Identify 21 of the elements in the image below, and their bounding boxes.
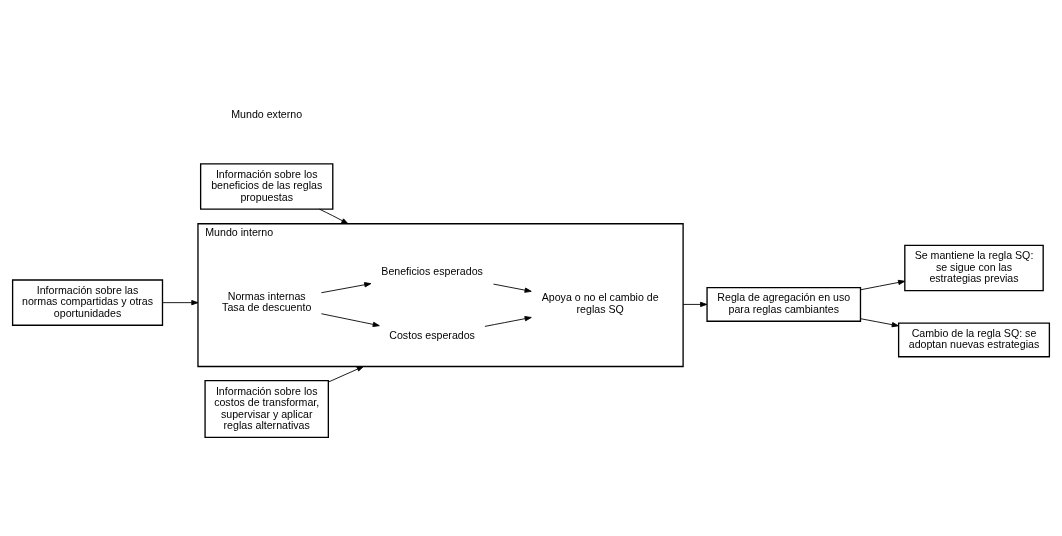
arrow [328,365,364,382]
node-box: Información sobre las normas compartidas y otras oportunidades [11,278,164,326]
node-box: Se mantiene la regla SQ: se sigue con las estrategias previas [904,244,1044,291]
node-text: Apoya o no el cambio de reglas SQ [541,290,659,315]
arrow [320,281,372,293]
arrow [860,317,899,327]
arrow [493,283,532,293]
node-box: Regla de agregación en uso para reglas cambiantes [706,286,862,322]
node-box: Cambio de la regla SQ: se adoptan nuevas estrategias [897,321,1051,357]
arrow [318,208,349,224]
node-text: Normas internas Tasa de descuento [222,289,312,313]
arrow [484,315,532,327]
arrow [320,312,380,327]
arrow [682,301,708,307]
node-text: Beneficios esperados [381,264,483,277]
arrow [860,279,906,290]
label: Mundo externo [231,107,303,120]
node-box: Información sobre los costos de transformar, supervisar y aplicar reglas alternativas [204,379,329,438]
arrow [162,299,199,305]
node-box: Información sobre los beneficios de las reglas propuestas [199,162,334,210]
node-text: Costos esperados [389,328,475,341]
